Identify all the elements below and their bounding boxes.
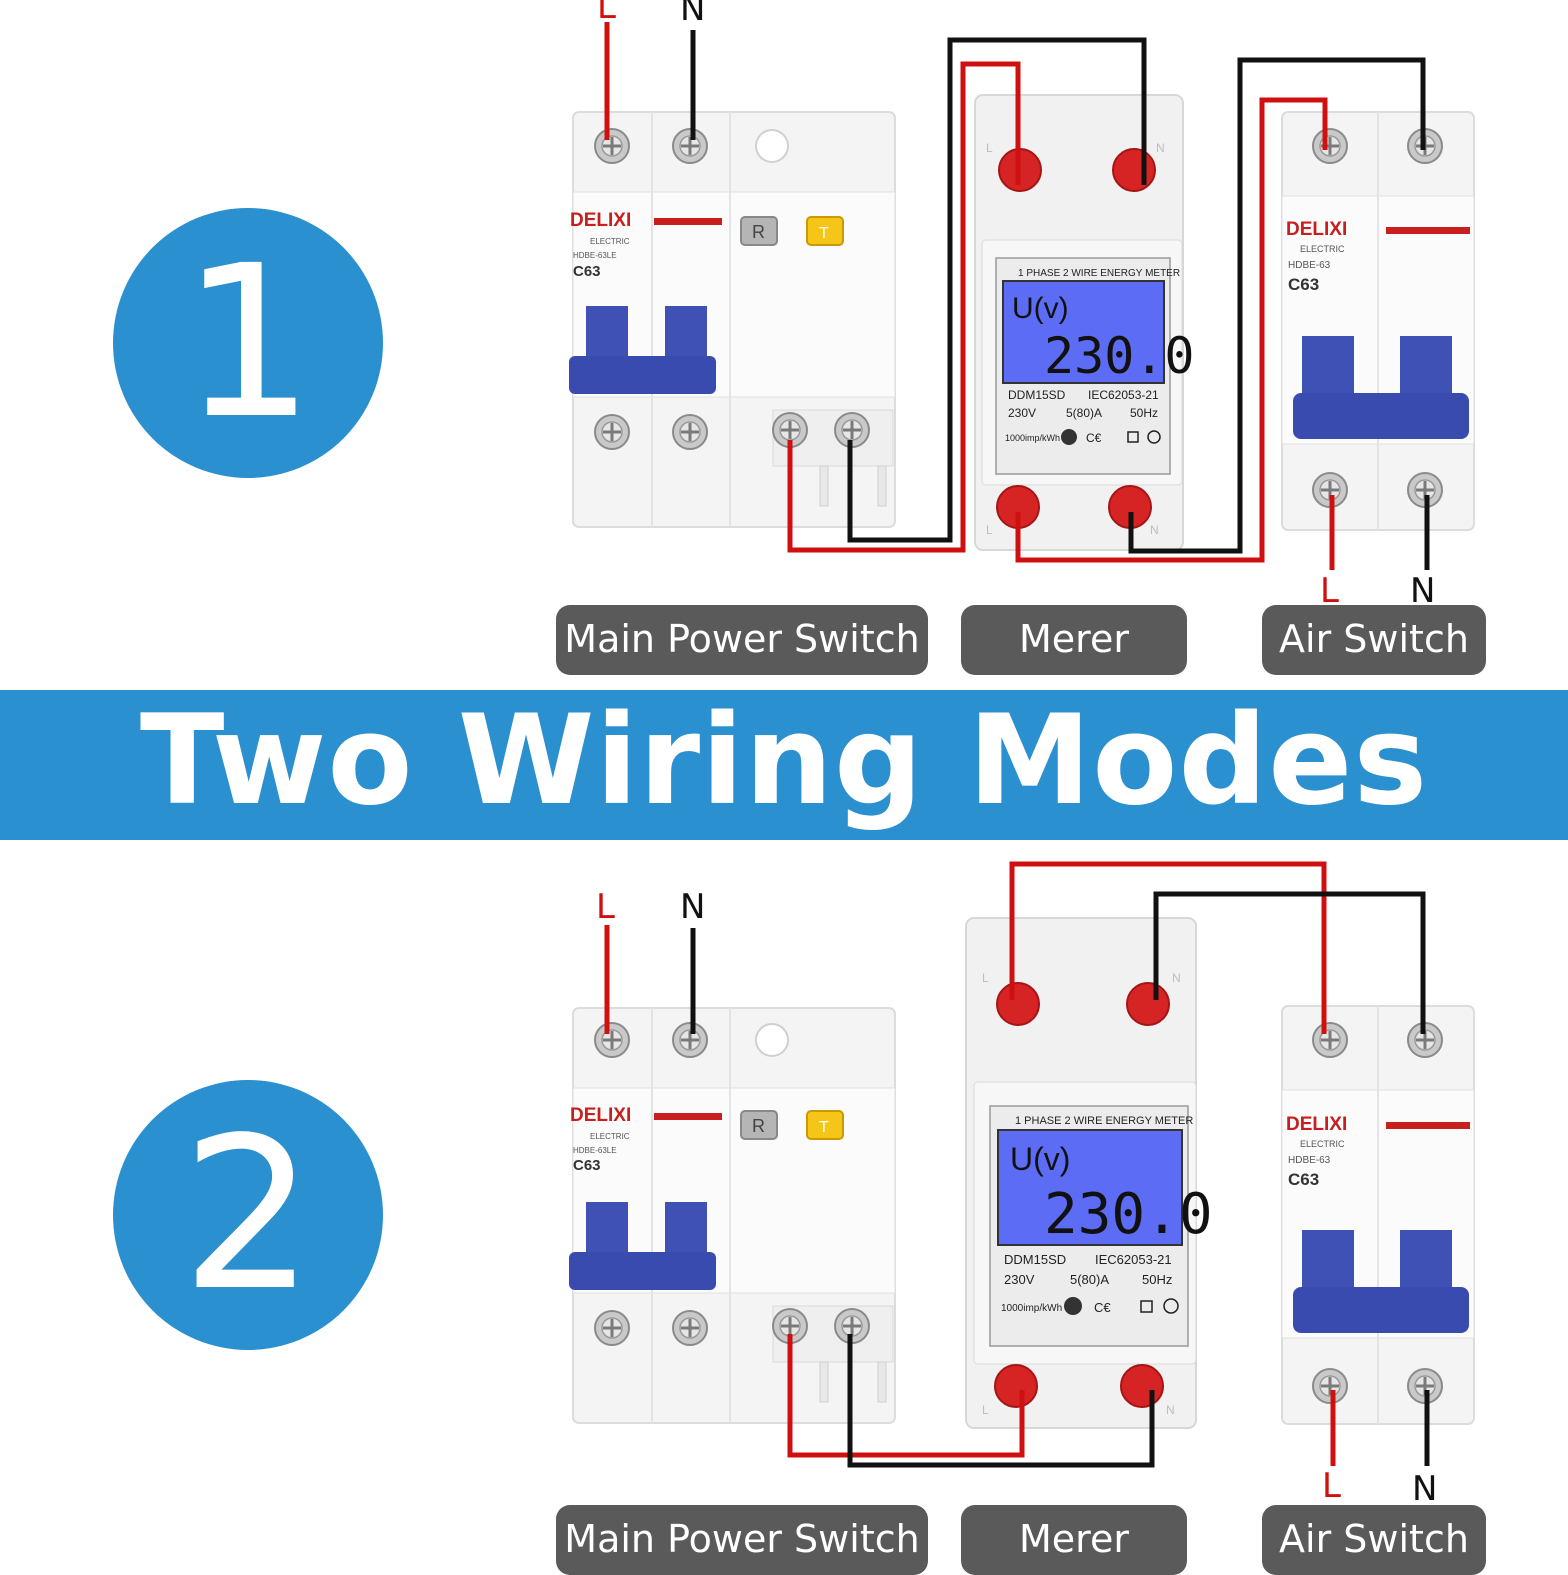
meter-voltage: 230V bbox=[1008, 406, 1036, 420]
meter-unit-2: U(v) bbox=[1010, 1141, 1070, 1177]
meter-constant: 1000imp/kWh bbox=[1005, 433, 1060, 443]
mode-1-neutral-wire-main-to-meter bbox=[847, 37, 1147, 543]
air-switch-device-2: DELIXI ELECTRIC HDBE-63 C63 bbox=[1281, 1005, 1475, 1425]
meter-voltage-2: 230V bbox=[1004, 1272, 1035, 1287]
air-sub-text-2: ELECTRIC bbox=[1300, 1139, 1345, 1149]
meter-reading: 230.0 bbox=[1044, 327, 1195, 385]
mode-2-output-l-label: L bbox=[1322, 1466, 1341, 1506]
air-switch-device: DELIXI ELECTRIC HDBE-63 C63 bbox=[1281, 111, 1475, 531]
mode-2-wires bbox=[604, 861, 1430, 1468]
mode-2-meter-label: Merer bbox=[961, 1505, 1187, 1575]
meter-standard: IEC62053-21 bbox=[1088, 388, 1159, 402]
main-power-switch-device: DELIXI ELECTRIC HDBE-63LE C63 R T bbox=[569, 111, 896, 528]
mode-2-neutral-wire-main-to-meter bbox=[847, 1334, 1155, 1468]
meter-terminal-l-bottom: L bbox=[986, 523, 993, 537]
meter-terminal-l-top-2: L bbox=[982, 971, 989, 985]
meter-terminal-n-bottom: N bbox=[1150, 523, 1159, 537]
mode-2-live-wire-main-to-meter bbox=[787, 1334, 1025, 1458]
mode-1-live-wire-meter-to-air bbox=[1015, 97, 1328, 563]
main-t-button-2: T bbox=[819, 1119, 829, 1136]
mode-1-number-badge: 1 bbox=[113, 208, 383, 478]
mode-1-wires bbox=[604, 22, 1430, 570]
mode-1-input-n-label: N bbox=[680, 0, 705, 29]
mode-1-neutral-wire-meter-to-air bbox=[1128, 57, 1426, 554]
energy-meter-device: L N L N 1 PHASE 2 WIRE ENERGY METER U(v)… bbox=[974, 94, 1195, 551]
meter-constant-2: 1000imp/kWh bbox=[1001, 1303, 1062, 1314]
main-t-button: T bbox=[819, 225, 829, 242]
air-brand-text-2: DELIXI bbox=[1286, 1114, 1347, 1135]
meter-frequency-2: 50Hz bbox=[1142, 1272, 1172, 1287]
main-r-button-2: R bbox=[752, 1116, 765, 1136]
mode-2-main-power-switch-label: Main Power Switch bbox=[556, 1505, 928, 1575]
mode-2-air-switch-label: Air Switch bbox=[1262, 1505, 1486, 1575]
meter-current: 5(80)A bbox=[1066, 406, 1102, 420]
meter-model: DDM15SD bbox=[1008, 388, 1066, 402]
main-rating-text: C63 bbox=[573, 263, 601, 280]
meter-reading-2: 230.0 bbox=[1044, 1182, 1213, 1247]
mode-1-live-wire-main-to-meter bbox=[787, 61, 1021, 553]
main-brand-text-2: DELIXI bbox=[570, 1105, 631, 1126]
air-sub-text: ELECTRIC bbox=[1300, 244, 1345, 254]
air-model-text-2: HDBE-63 bbox=[1288, 1155, 1331, 1166]
main-sub-text-2: ELECTRIC bbox=[590, 1132, 630, 1141]
mode-2-number-badge: 2 bbox=[113, 1080, 383, 1350]
mode-1-main-power-switch-label: Main Power Switch bbox=[556, 605, 928, 675]
mode-1-diagram: DELIXI ELECTRIC HDBE-63LE C63 R T bbox=[569, 0, 1475, 611]
air-brand-text: DELIXI bbox=[1286, 219, 1347, 240]
meter-terminal-n-top-2: N bbox=[1172, 971, 1181, 985]
meter-terminal-l-bottom-2: L bbox=[982, 1403, 989, 1417]
ce-mark: C€ bbox=[1086, 431, 1102, 445]
meter-header-2: 1 PHASE 2 WIRE ENERGY METER bbox=[1015, 1115, 1193, 1127]
main-power-switch-device-2: DELIXI ELECTRIC HDBE-63LE C63 R T bbox=[569, 1007, 896, 1424]
air-rating-text: C63 bbox=[1288, 275, 1319, 294]
mode-1-input-l-label: L bbox=[597, 0, 616, 27]
meter-terminal-n-bottom-2: N bbox=[1166, 1403, 1175, 1417]
mode-2-neutral-wire-meter-to-air bbox=[1153, 891, 1426, 1034]
mode-1-meter-label: Merer bbox=[961, 605, 1187, 675]
meter-model-2: DDM15SD bbox=[1004, 1252, 1066, 1267]
meter-frequency: 50Hz bbox=[1130, 406, 1158, 420]
meter-terminal-n-top: N bbox=[1156, 141, 1165, 155]
mode-2-input-l-label: L bbox=[596, 887, 615, 927]
page-title: Two Wiring Modes bbox=[139, 689, 1429, 833]
ce-mark-2: C€ bbox=[1094, 1300, 1111, 1315]
main-model-text: HDBE-63LE bbox=[573, 251, 617, 260]
air-model-text: HDBE-63 bbox=[1288, 260, 1331, 271]
title-banner: Two Wiring Modes bbox=[0, 690, 1568, 840]
mode-1-output-l-label: L bbox=[1320, 571, 1339, 611]
main-sub-text: ELECTRIC bbox=[590, 237, 630, 246]
meter-current-2: 5(80)A bbox=[1070, 1272, 1109, 1287]
mode-2-output-n-label: N bbox=[1412, 1469, 1437, 1509]
mode-2-input-n-label: N bbox=[680, 887, 705, 927]
energy-meter-device-2: L N L N 1 PHASE 2 WIRE ENERGY METER U(v)… bbox=[965, 917, 1213, 1429]
meter-terminal-l-top: L bbox=[986, 141, 993, 155]
meter-unit: U(v) bbox=[1012, 292, 1069, 325]
meter-standard-2: IEC62053-21 bbox=[1095, 1252, 1172, 1267]
meter-header: 1 PHASE 2 WIRE ENERGY METER bbox=[1018, 268, 1180, 279]
air-rating-text-2: C63 bbox=[1288, 1170, 1319, 1189]
main-brand-text: DELIXI bbox=[570, 210, 631, 231]
mode-2-live-wire-meter-to-air bbox=[1009, 861, 1327, 1034]
mode-2-diagram: DELIXI ELECTRIC HDBE-63LE C63 R T bbox=[569, 861, 1475, 1509]
mode-1-air-switch-label: Air Switch bbox=[1262, 605, 1486, 675]
main-r-button: R bbox=[752, 222, 765, 242]
mode-1-output-n-label: N bbox=[1410, 571, 1435, 611]
main-model-text-2: HDBE-63LE bbox=[573, 1146, 617, 1155]
main-rating-text-2: C63 bbox=[573, 1157, 601, 1174]
